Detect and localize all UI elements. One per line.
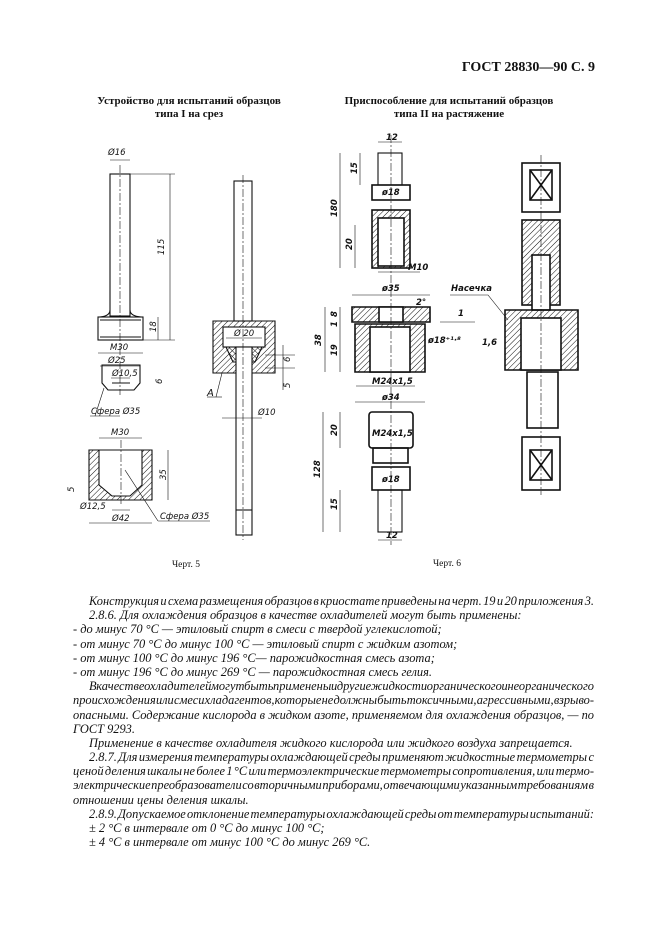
text-line-row: Конструкция и схема размещения образцов … <box>73 594 594 608</box>
dimension-label: ø18 <box>381 188 400 198</box>
dimension-label: ø18 <box>381 475 400 485</box>
technical-drawings: Ø16 115 18 M30 Ø25 Ø10,5 6 Сфера Ø35 Ø 2… <box>67 133 579 570</box>
dimension-label: Сфера Ø35 <box>91 406 140 417</box>
text-line-row: - от минус 100 °С до минус 196 °С— парож… <box>73 651 594 665</box>
dimension-label: 2° <box>416 298 426 308</box>
roughness-label: 1,6 <box>482 338 497 348</box>
dimension-label: 35 <box>159 469 169 480</box>
text-line: отношении цены деления шкалы. <box>73 792 249 807</box>
notch-label: Насечка <box>451 284 492 294</box>
dimension-label: ø18⁺¹·⁸ <box>427 336 461 346</box>
text-line-row: ± 2 °С в интервале от 0 °С до минус 100 … <box>73 821 594 835</box>
dimension-label: 5 <box>283 383 293 388</box>
dimension-label: 115 <box>157 239 167 255</box>
figure6-title: Приспособление для испытаний образцов ти… <box>326 95 572 121</box>
dimension-label: 1 <box>330 321 340 327</box>
text-line-row: - от минус 70 °С до минус 100 °С — этило… <box>73 637 594 651</box>
text-line-row: - от минус 196 °С до минус 269 °С — паро… <box>73 665 594 679</box>
text-line: ± 4 °С в интервале от минус 100 °С до ми… <box>89 835 371 850</box>
grip-assembly-drawing <box>450 155 579 495</box>
dimension-label: Сфера Ø35 <box>160 511 209 522</box>
figure6-title-line: Приспособление для испытаний образцов <box>344 95 554 107</box>
dimension-label: Ø42 <box>111 513 130 524</box>
dimension-label: 18 <box>149 321 159 332</box>
text-line-row: отношении цены деления шкалы. <box>73 793 594 807</box>
text-line: В качестве охладителей могут быть примен… <box>89 679 594 694</box>
text-line-row: 2.8.6. Для охлаждения образцов в качеств… <box>73 608 594 622</box>
text-line-row: ± 4 °С в интервале от минус 100 °С до ми… <box>73 835 594 849</box>
dimension-label: Ø 20 <box>233 328 254 339</box>
text-line: Применение в качестве охладителя жидкого… <box>89 735 573 750</box>
dimension-label: Ø10 <box>257 407 276 418</box>
figure5-caption: Черт. 5 <box>172 560 200 570</box>
dimension-label: 12 <box>386 133 398 143</box>
figure5-title: Устройство для испытаний образцов типа I… <box>66 95 312 121</box>
text-line: 2.8.6. Для охлаждения образцов в качеств… <box>89 608 522 623</box>
dimension-label: 6 <box>155 378 165 384</box>
holder-drawing <box>207 175 295 540</box>
die-drawing <box>88 437 210 524</box>
dimension-label: Ø16 <box>107 147 126 158</box>
dimension-label: Ø12,5 <box>79 501 106 512</box>
section-label: A <box>206 388 214 399</box>
text-line: 2.8.9. Допускаемое отклонение температур… <box>89 806 594 821</box>
dimension-label: 15 <box>330 498 340 510</box>
dimension-label: M10 <box>408 263 428 273</box>
dimension-label: Ø25 <box>107 355 126 366</box>
text-line-row: ценой деления шкалы не более 1 °С или те… <box>73 764 594 778</box>
dimension-label: 180 <box>330 199 340 217</box>
text-line-row: 2.8.9. Допускаемое отклонение температур… <box>73 807 594 821</box>
text-line: - от минус 100 °С до минус 196 °С— парож… <box>73 650 435 665</box>
dimension-label: 19 <box>330 344 340 356</box>
text-line: электрические преобразователи со вторичн… <box>73 778 594 793</box>
text-line: Конструкция и схема размещения образцов … <box>89 594 594 608</box>
punch-drawing <box>90 159 175 417</box>
dimension-label: 20 <box>330 424 340 436</box>
text-line: ценой деления шкалы не более 1 °С или те… <box>73 764 594 779</box>
text-line: - до минус 70 °С — этиловый спирт в смес… <box>73 622 442 637</box>
text-line: происхождения или смеси хладагентов, кот… <box>73 693 594 708</box>
dimension-label: 8 <box>330 311 340 317</box>
text-line-row: опасными. Содержание кислорода в жидком … <box>73 708 594 722</box>
text-line-row: В качестве охладителей могут быть примен… <box>73 679 594 693</box>
text-line-row: 2.8.7. Для измерения температуры охлажда… <box>73 750 594 764</box>
dimension-label: M30 <box>111 428 129 438</box>
dimension-label: 20 <box>345 238 355 250</box>
dimension-label: M24x1,5 <box>372 429 413 439</box>
dimension-label: M24x1,5 <box>372 377 413 387</box>
text-line: опасными. Содержание кислорода в жидком … <box>73 707 594 722</box>
dimension-label: 6 <box>283 356 293 362</box>
figure5-title-line: Устройство для испытаний образцов <box>97 95 281 107</box>
dimension-label: 15 <box>350 162 360 174</box>
text-line-row: - до минус 70 °С — этиловый спирт в смес… <box>73 622 594 636</box>
dimension-label: ø35 <box>381 284 400 294</box>
text-line: 2.8.7. Для измерения температуры охлажда… <box>89 750 594 765</box>
dimension-label: 1 <box>458 309 464 319</box>
dimension-label: ø34 <box>381 393 400 403</box>
text-line: - от минус 70 °С до минус 100 °С — этило… <box>73 636 458 651</box>
text-line: ГОСТ 9293. <box>73 721 135 736</box>
figure6-title-line: типа II на растяжение <box>393 108 505 120</box>
dimension-label: M30 <box>110 343 128 353</box>
dimension-label: 12 <box>386 531 398 541</box>
figure6-caption: Черт. 6 <box>433 559 461 569</box>
grip-dimension-lines <box>322 135 475 545</box>
figure6-labels: 12 15 ø18 180 20 M10 ø35 2° 38 8 1 19 1 … <box>313 133 497 569</box>
dimension-label: 38 <box>314 334 324 346</box>
figure5-labels: Ø16 115 18 M30 Ø25 Ø10,5 6 Сфера Ø35 Ø 2… <box>67 147 293 570</box>
figure5-title-line: типа I на срез <box>154 108 224 120</box>
dimension-label: 5 <box>67 487 77 492</box>
text-line-row: ГОСТ 9293. <box>73 722 594 736</box>
page-header: ГОСТ 28830—90 С. 9 <box>461 60 595 75</box>
text-line-row: электрические преобразователи со вторичн… <box>73 778 594 792</box>
body-text: Конструкция и схема размещения образцов … <box>73 594 594 849</box>
dimension-label: Ø10,5 <box>111 368 138 379</box>
text-line: - от минус 196 °С до минус 269 °С — паро… <box>73 664 432 679</box>
dimension-label: 128 <box>313 460 323 478</box>
text-line: ± 2 °С в интервале от 0 °С до минус 100 … <box>89 821 325 835</box>
text-line-row: Применение в качестве охладителя жидкого… <box>73 736 594 750</box>
text-line-row: происхождения или смеси хладагентов, кот… <box>73 693 594 707</box>
